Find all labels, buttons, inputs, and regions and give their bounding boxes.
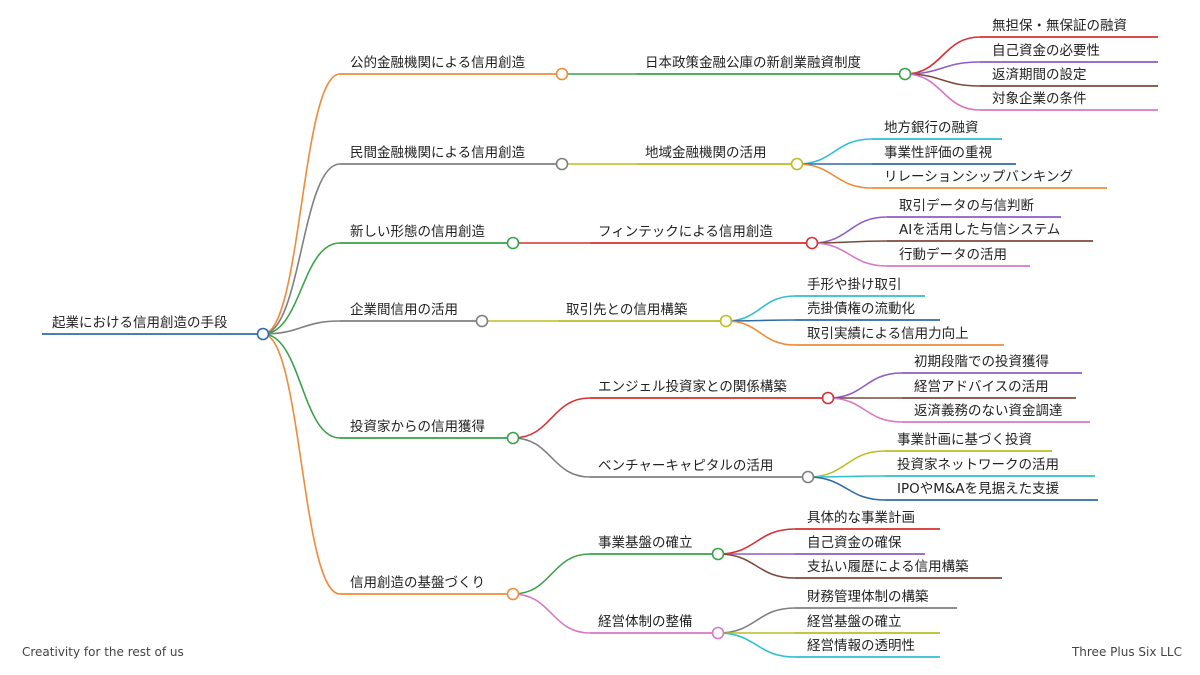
branch-label: 公的金融機関による信用創造: [350, 55, 526, 71]
subbranch-label: 日本政策金融公庫の新創業融資制度: [645, 54, 861, 71]
leaf-label: 売掛債権の流動化: [807, 300, 915, 317]
leaf-label: 経営アドバイスの活用: [914, 379, 1049, 395]
leaf-label: リレーションシップバンキング: [884, 169, 1073, 185]
mindmap-labels: 起業における信用創造の手段 公的金融機関による信用創造 日本政策金融公庫の新創業融資…: [52, 18, 1127, 654]
subbranch-label: 経営体制の整備: [598, 614, 693, 630]
leaf-link: [807, 450, 886, 478]
mindmap-links: [262, 36, 981, 658]
leaf-link: [717, 607, 796, 634]
leaf-label: AIを活用した与信システム: [899, 222, 1060, 238]
subbranch-node[interactable]: [898, 67, 912, 81]
subbranch-node[interactable]: [801, 470, 815, 484]
leaf-label: 地方銀行の融資: [884, 120, 979, 136]
subbranch-link: [512, 437, 591, 478]
leaf-label: 手形や掛け取引: [807, 277, 902, 293]
branch-label: 投資家からの信用獲得: [350, 418, 485, 435]
subbranch-node[interactable]: [711, 626, 725, 640]
branch-label: 新しい形態の信用創造: [350, 224, 485, 240]
branch-node[interactable]: [506, 431, 520, 445]
branch-label: 民間金融機関による信用創造: [350, 145, 526, 161]
leaf-link: [725, 295, 796, 322]
leaf-label: 取引実績による信用力向上: [807, 326, 969, 342]
leaf-label: 財務管理体制の構築: [807, 589, 929, 605]
leaf-link: [717, 528, 796, 555]
leaf-link: [807, 476, 886, 501]
subbranch-node[interactable]: [790, 157, 804, 171]
leaf-link: [827, 372, 903, 399]
branch-label: 信用創造の基盤づくり: [350, 574, 485, 591]
branch-link: [262, 163, 341, 335]
subbranch-link: [512, 397, 591, 439]
subbranch-node[interactable]: [821, 391, 835, 405]
subbranch-label: フィンテックによる信用創造: [598, 224, 773, 240]
branch-link: [262, 242, 341, 335]
leaf-link: [827, 397, 903, 423]
subbranch-label: 地域金融機関の活用: [645, 145, 767, 161]
footer-right-text: Three Plus Six LLC: [1071, 645, 1182, 659]
branch-link: [262, 333, 341, 439]
subbranch-node[interactable]: [805, 236, 819, 250]
leaf-label: 事業計画に基づく投資: [897, 431, 1032, 448]
subbranch-label: 取引先との信用構築: [566, 302, 688, 318]
branch-node[interactable]: [555, 67, 569, 81]
leaf-link: [796, 138, 873, 165]
mindmap-underlines: [42, 36, 1158, 658]
leaf-link: [811, 216, 888, 244]
root-node[interactable]: [256, 327, 270, 341]
branch-label: 企業間信用の活用: [350, 301, 458, 318]
leaf-label: 経営情報の透明性: [807, 638, 915, 654]
leaf-label: 自己資金の必要性: [992, 43, 1100, 59]
mindmap-nodes: [256, 67, 912, 640]
subbranch-label: 事業基盤の確立: [598, 534, 693, 551]
subbranch-link: [512, 593, 591, 634]
leaf-link: [725, 320, 796, 346]
leaf-label: IPOやM&Aを見据えた支援: [897, 481, 1060, 497]
leaf-link: [904, 73, 981, 111]
leaf-link: [717, 553, 796, 579]
leaf-link: [811, 242, 888, 267]
leaf-label: 支払い履歴による信用構築: [807, 559, 969, 575]
branch-node[interactable]: [506, 236, 520, 250]
branch-link: [262, 333, 341, 595]
footer-left-text: Creativity for the rest of us: [22, 645, 184, 659]
leaf-label: 無担保・無保証の融資: [992, 18, 1127, 34]
subbranch-link: [512, 553, 591, 595]
branch-node[interactable]: [555, 157, 569, 171]
subbranch-label: エンジェル投資家との関係構築: [598, 378, 787, 395]
leaf-label: 自己資金の確保: [807, 535, 902, 551]
subbranch-node[interactable]: [711, 547, 725, 561]
leaf-label: 行動データの活用: [899, 246, 1007, 263]
leaf-label: 事業性評価の重視: [884, 145, 992, 161]
branch-node[interactable]: [506, 587, 520, 601]
branch-link: [262, 320, 341, 335]
subbranch-label: ベンチャーキャピタルの活用: [598, 458, 773, 474]
leaf-link: [717, 632, 796, 658]
branch-node[interactable]: [475, 314, 489, 328]
subbranch-node[interactable]: [719, 314, 733, 328]
leaf-label: 対象企業の条件: [992, 90, 1087, 107]
leaf-link: [904, 36, 981, 75]
leaf-link: [796, 163, 873, 189]
leaf-label: 初期段階での投資獲得: [914, 353, 1049, 370]
leaf-label: 具体的な事業計画: [807, 510, 915, 526]
leaf-label: 返済義務のない資金調達: [914, 402, 1063, 419]
leaf-label: 取引データの与信判断: [899, 197, 1034, 214]
leaf-label: 返済期間の設定: [992, 67, 1087, 83]
branch-link: [262, 73, 341, 335]
root-label: 起業における信用創造の手段: [52, 315, 228, 331]
leaf-label: 経営基盤の確立: [807, 613, 902, 630]
leaf-label: 投資家ネットワークの活用: [897, 456, 1059, 473]
